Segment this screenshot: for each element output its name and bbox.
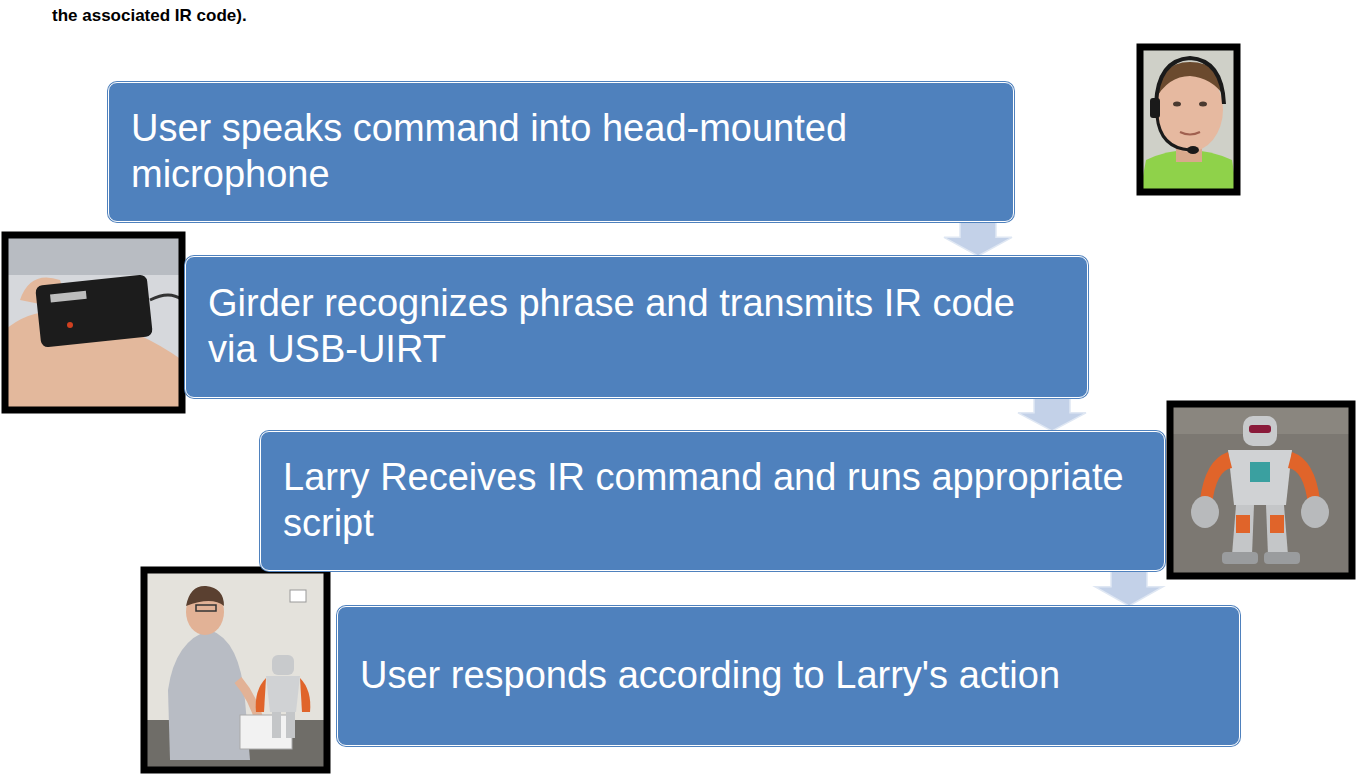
eye	[1173, 102, 1181, 107]
photo-frame	[5, 235, 182, 410]
headset-band	[1156, 58, 1224, 104]
robot-leg-trim	[1236, 515, 1250, 533]
microphone	[1187, 146, 1199, 154]
photo-background	[1140, 47, 1237, 192]
robot-photo	[1170, 404, 1352, 576]
robot-leg	[1266, 505, 1288, 555]
block-arrow	[1018, 398, 1086, 431]
user-headset-photo	[1140, 47, 1237, 192]
usb-uirt-device	[35, 274, 153, 347]
photo-frame	[1170, 404, 1352, 576]
usb-cable	[150, 295, 182, 300]
robot-hand	[1191, 496, 1219, 528]
man-hair	[186, 586, 224, 606]
step-text: User responds according to Larry's actio…	[360, 653, 1217, 699]
mouth	[1180, 132, 1200, 135]
device-sticker	[50, 291, 87, 303]
process-box: Larry Receives IR command and runs appro…	[260, 431, 1165, 571]
step-text: User speaks command into head-mounted mi…	[131, 106, 991, 197]
block-arrow	[944, 222, 1012, 256]
robot-leg-trim	[1270, 515, 1284, 533]
robot-head	[272, 655, 294, 675]
carpet-background	[1170, 404, 1352, 576]
glasses	[196, 605, 216, 611]
process-box: Girder recognizes phrase and transmits I…	[185, 256, 1088, 398]
device-led	[67, 322, 73, 328]
wall-socket	[290, 590, 306, 602]
white-box	[240, 715, 292, 749]
robot-torso	[266, 676, 300, 712]
robot-foot	[1264, 552, 1300, 564]
robot-leg	[286, 712, 295, 738]
usb-uirt-photo	[5, 235, 182, 410]
user-response-photo	[144, 570, 327, 770]
step-text: Girder recognizes phrase and transmits I…	[208, 281, 1065, 372]
photo-frame	[144, 570, 327, 770]
step-text: Larry Receives IR command and runs appro…	[283, 455, 1142, 546]
wall-background	[144, 570, 327, 770]
robot-torso	[1228, 450, 1292, 505]
photo-frame	[1140, 47, 1237, 192]
photo-background	[5, 235, 182, 275]
process-box: User responds according to Larry's actio…	[337, 606, 1240, 746]
headset-ear	[1150, 98, 1160, 118]
robot-leg	[272, 712, 281, 738]
man-shirt	[168, 630, 250, 760]
robot-arm	[300, 678, 310, 712]
photo-background	[5, 235, 182, 410]
robot-visor	[1249, 425, 1271, 433]
note-text: the associated IR code).	[52, 6, 247, 26]
robot-leg	[1232, 505, 1254, 555]
robot-foot	[1222, 552, 1258, 564]
robot-hand	[1301, 496, 1329, 528]
robot-chest	[1250, 462, 1270, 482]
eye	[1199, 102, 1207, 107]
block-arrow	[1095, 571, 1163, 606]
process-box: User speaks command into head-mounted mi…	[108, 82, 1014, 222]
robot-head	[1243, 416, 1277, 446]
robot-arm	[256, 678, 266, 712]
